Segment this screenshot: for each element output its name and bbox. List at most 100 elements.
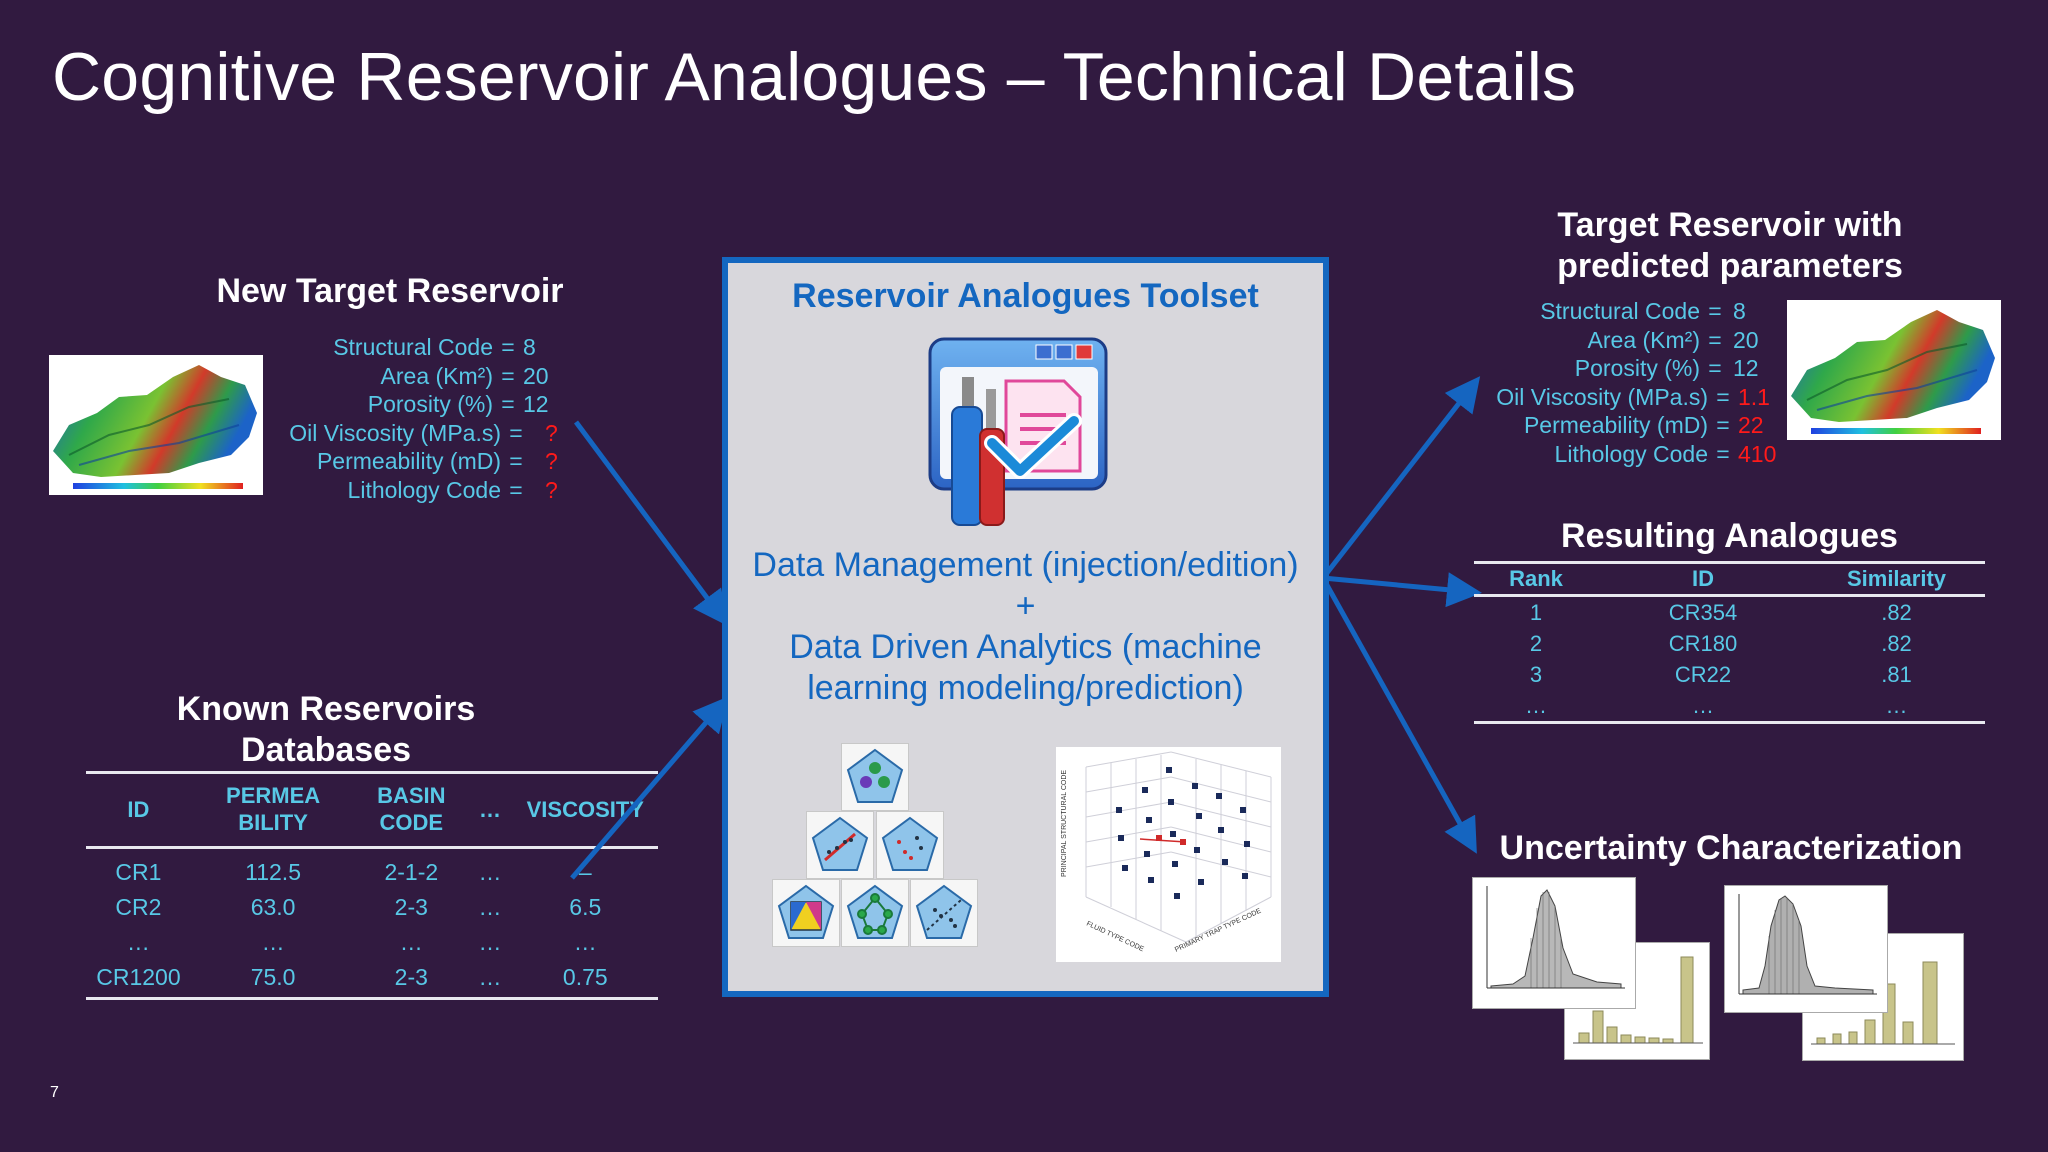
param-value: ? (545, 448, 558, 475)
table-cell: 6.5 (569, 894, 602, 920)
column-header: ID (86, 771, 191, 849)
param-eq: = (501, 391, 515, 418)
table-cell: … (126, 929, 150, 955)
table-cell: CR22 (1674, 661, 1732, 687)
table-cell: 75.0 (190, 960, 356, 1000)
table-cell: .81 (1881, 661, 1912, 687)
toolset-line-analytics: Data Driven Analytics (machine (789, 628, 1262, 666)
param-row: Structural Code=8 (1480, 297, 1778, 326)
distribution-curve-image-1 (1472, 877, 1636, 1009)
table-cell: … (1598, 690, 1808, 724)
param-value: 410 (1738, 440, 1777, 467)
table-row: 2 CR180 .82 (1474, 628, 1985, 659)
page-number: 7 (50, 1084, 59, 1101)
table-cell: .82 (1881, 630, 1912, 656)
table-cell: … (1474, 690, 1598, 724)
param-value: 12 (1733, 355, 1759, 382)
known-reservoirs-heading: Known Reservoirs Databases (126, 689, 526, 771)
param-eq: = (1716, 383, 1730, 410)
table-cell: 2-3 (394, 894, 428, 920)
known-heading-line1: Known Reservoirs (176, 690, 476, 728)
table-cell: CR1200 (86, 960, 191, 1000)
target-heading-line1: Target Reservoir with (1557, 206, 1903, 244)
regression-node-icon (806, 811, 874, 879)
param-row: Lithology Code=410 (1480, 440, 1778, 469)
param-eq: = (501, 362, 515, 389)
svg-text:PRIMARY TRAP TYPE CODE: PRIMARY TRAP TYPE CODE (1174, 907, 1263, 953)
param-label: Porosity (%) (367, 391, 493, 418)
param-label: Porosity (%) (1574, 355, 1700, 382)
param-label: Area (Km²) (380, 362, 493, 389)
param-row: Area (Km²)=20 (263, 362, 585, 391)
cluster-node-icon (841, 743, 909, 811)
classifier-node-icon (910, 879, 978, 947)
table-row: 1 CR354 .82 (1474, 596, 1985, 629)
param-value: 8 (523, 334, 536, 360)
svg-text:PRINCIPAL STRUCTURAL CODE: PRINCIPAL STRUCTURAL CODE (1061, 770, 1068, 877)
param-value: 20 (1733, 326, 1759, 353)
toolset-line-data-management: Data Management (injection/edition) (752, 546, 1299, 584)
target-predicted-params: Structural Code=8 Area (Km²)=20 Porosity… (1480, 297, 1778, 469)
table-row: CR1200 75.0 2-3 … 0.75 (86, 960, 658, 1000)
arrow-new-target-to-toolset (573, 420, 728, 627)
param-row: Permeability (mD) = 22 (1480, 411, 1778, 440)
table-header-row: ID PERMEA BILITY BASIN CODE … VISCOSITY (86, 771, 658, 849)
param-eq: = (509, 476, 523, 503)
table-row: CR2 63.0 2-3 … 6.5 (86, 890, 658, 925)
table-row: 3 CR22 .81 (1474, 659, 1985, 690)
column-header: PERMEA BILITY (190, 771, 356, 849)
known-heading-line2: Databases (240, 731, 412, 769)
param-row: Oil Viscosity (MPa.s) =? (263, 419, 585, 448)
uncertainty-heading: Uncertainty Characterization (1499, 829, 1963, 867)
toolset-panel: Reservoir Analogues Toolset D (722, 257, 1329, 997)
table-cell: .82 (1881, 599, 1912, 625)
table-cell: CR354 (1668, 599, 1738, 625)
table-cell: … (1808, 690, 1985, 724)
param-eq: = (1716, 412, 1730, 439)
column-header: ID (1598, 561, 1808, 597)
table-row: … … … … … (86, 925, 658, 960)
arrow-toolset-to-analogues (1322, 572, 1482, 608)
param-eq: = (509, 419, 523, 446)
param-value: 8 (1733, 298, 1746, 324)
toolset-title: Reservoir Analogues Toolset (792, 277, 1259, 315)
param-label: Permeability (mD) (316, 448, 501, 475)
known-reservoirs-table: ID PERMEA BILITY BASIN CODE … VISCOSITY … (86, 771, 658, 1000)
network-node-icon (841, 879, 909, 947)
param-label: Permeability (mD) (1523, 412, 1708, 439)
param-value: ? (545, 419, 558, 446)
table-cell: … (261, 929, 285, 955)
param-row: Area (Km²)=20 (1480, 326, 1778, 355)
param-label: Structural Code (1540, 298, 1700, 324)
predicted-reservoir-map-image (1787, 300, 2001, 440)
param-eq: = (501, 334, 515, 360)
table-row: CR1 112.5 2-1-2 … – (86, 848, 658, 891)
param-label: Lithology Code (1554, 440, 1708, 467)
param-value: 22 (1738, 412, 1764, 439)
table-cell: 3 (1529, 661, 1543, 687)
toolset-app-icon (924, 331, 1114, 531)
param-eq: = (1708, 355, 1722, 382)
param-row: Lithology Code=? (263, 476, 585, 505)
table-cell: … (573, 929, 597, 955)
column-header: … (467, 771, 513, 849)
param-label: Lithology Code (347, 476, 501, 503)
column-header: Rank (1474, 561, 1598, 597)
toolset-plus: + (1015, 587, 1036, 625)
target-heading-line2: predicted parameters (1557, 247, 1903, 285)
svg-text:FLUID TYPE CODE: FLUID TYPE CODE (1085, 920, 1145, 953)
param-eq: = (509, 448, 523, 475)
distribution-curve-image-2 (1724, 885, 1888, 1013)
param-label: Oil Viscosity (MPa.s) (289, 419, 501, 446)
target-predicted-heading: Target Reservoir with predicted paramete… (1490, 205, 1970, 287)
param-row: Permeability (mD) =? (263, 447, 585, 476)
table-cell: … (467, 960, 513, 1000)
table-cell: 1 (1529, 599, 1543, 625)
table-cell: 112.5 (245, 859, 301, 885)
resulting-analogues-table: Rank ID Similarity 1 CR354 .82 2 CR180 .… (1474, 561, 1985, 724)
arrow-known-to-toolset (570, 696, 729, 880)
new-target-heading: New Target Reservoir (216, 272, 564, 310)
table-cell: 63.0 (250, 894, 296, 920)
param-row: Porosity (%)=12 (263, 390, 585, 419)
